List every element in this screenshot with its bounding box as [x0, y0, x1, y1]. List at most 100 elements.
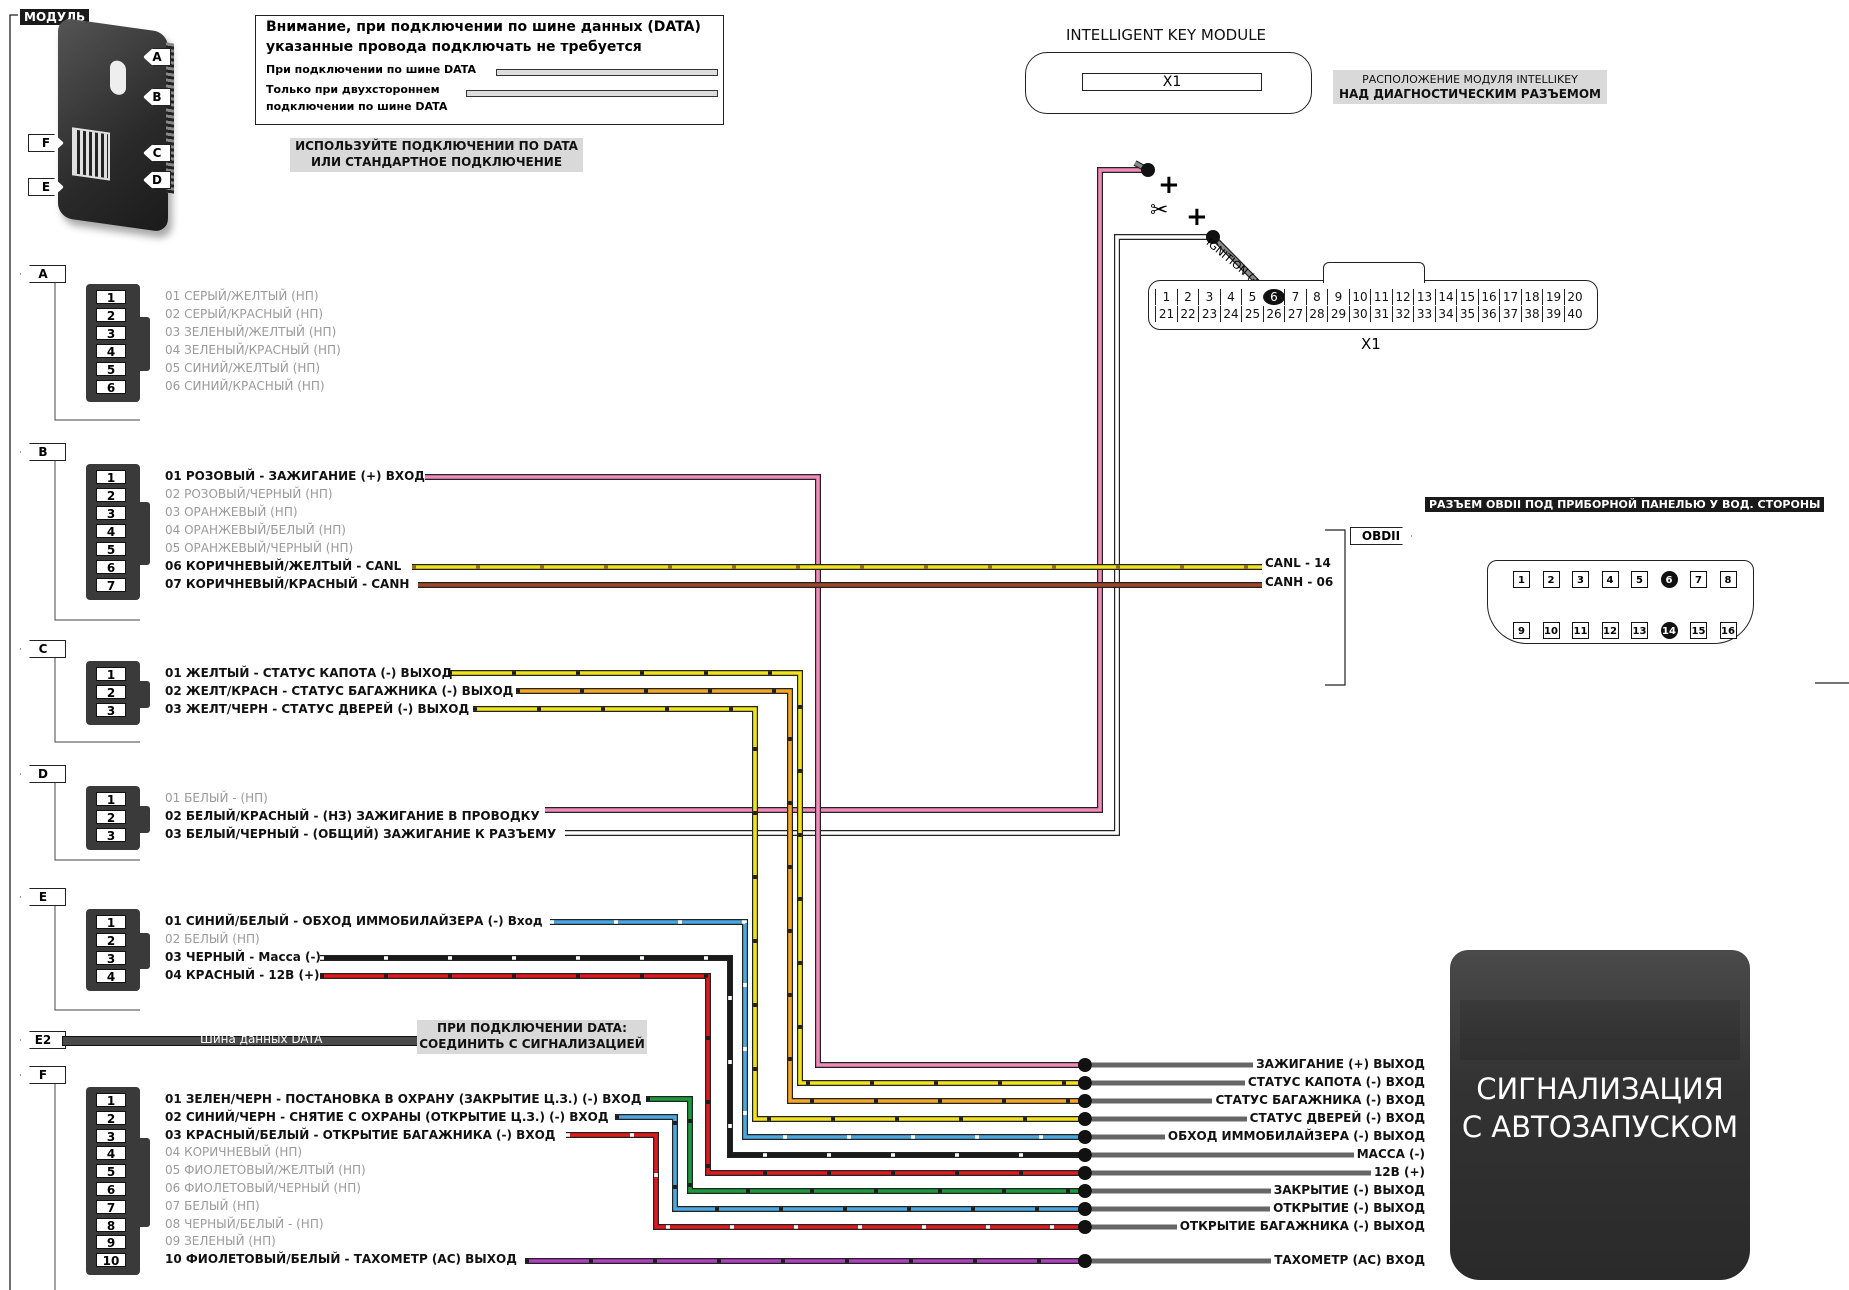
connector-a-wire-label: 04 ЗЕЛЕНЫЙ/КРАСНЫЙ (НП) [165, 343, 341, 357]
x1-pin: 24 [1219, 306, 1242, 322]
x1-pin: 5 [1241, 289, 1263, 305]
wire-b1-pink [425, 475, 1085, 1067]
note-row-1: При подключении по шине DATA [266, 63, 476, 76]
data-hint-line2: ИЛИ СТАНДАРТНОЕ ПОДКЛЮЧЕНИЕ [310, 155, 563, 169]
connector-f-wire-label: 06 ФИОЛЕТОВЫЙ/ЧЕРНЫЙ (НП) [165, 1181, 361, 1195]
x1-pin: 35 [1456, 306, 1478, 322]
obd-pin: 3 [1572, 571, 1589, 588]
alarm-output-label: ЗАЖИГАНИЕ (+) ВЫХОД [1253, 1057, 1425, 1071]
x1-pin: 11 [1370, 289, 1392, 305]
frame-d [54, 780, 140, 861]
x1-pin: 1 [1155, 289, 1177, 305]
x1-key [1323, 262, 1425, 283]
connector-d-pin: 3 [96, 828, 126, 843]
alarm-output-label: ТАХОМЕТР (АС) ВХОД [1271, 1253, 1425, 1267]
note-heading-2: указанные провода подключать не требуетс… [266, 39, 642, 55]
note-row-2a: Только при двухстороннем [266, 83, 440, 96]
connector-f-wire-label: 04 КОРИЧНЕВЫЙ (НП) [165, 1145, 303, 1160]
x1-pin: 33 [1413, 306, 1435, 322]
connector-f-wire-label: 08 ЧЕРНЫЙ/БЕЛЫЙ - (НП) [165, 1216, 324, 1231]
connector-f-pin: 7 [96, 1199, 126, 1215]
connector-c-pin: 1 [96, 667, 126, 682]
connector-e-wire-label: 01 СИНИЙ/БЕЛЫЙ - ОБХОД ИММОБИЛАЙЗЕРА (-)… [165, 914, 543, 928]
connector-f-wire-label: 05 ФИОЛЕТОВЫЙ/ЖЕЛТЫЙ (НП) [165, 1163, 366, 1178]
connector-b-wire-label: 05 ОРАНЖЕВЫЙ/ЧЕРНЫЙ (НП) [165, 541, 354, 555]
x1-pin: 4 [1219, 289, 1242, 305]
connector-e-latch [136, 933, 150, 969]
x1-pin: 36 [1477, 306, 1500, 322]
module-tag-f: F [28, 134, 64, 152]
connector-d-latch [136, 805, 150, 833]
connector-b-pin: 1 [96, 470, 126, 485]
obd-pin: 11 [1572, 622, 1589, 639]
connector-f-pin: 10 [96, 1253, 126, 1268]
wire-c1 [448, 671, 1085, 1085]
cut-dot-1 [1141, 163, 1155, 177]
connector-e-wire-label: 03 ЧЕРНЫЙ - Масса (-) [165, 950, 321, 964]
wire-f3 [566, 1133, 1085, 1229]
module-tag-d: D [143, 171, 171, 189]
alarm-output-label: МАССА (-) [1353, 1147, 1425, 1161]
alarm-output-label: СТАТУС БАГАЖНИКА (-) ВХОД [1212, 1093, 1425, 1107]
note-row-2b: подключении по шине DATA [266, 100, 448, 113]
x1-pin: 39 [1542, 306, 1564, 322]
x1-pin: 3 [1198, 289, 1220, 305]
x1-pin: 6 [1262, 289, 1285, 305]
connector-b-pin: 2 [96, 488, 126, 503]
x1-pin: 15 [1456, 289, 1478, 305]
x1-pin: 17 [1499, 289, 1521, 305]
connector-b-wire-label: 06 КОРИЧНЕВЫЙ/ЖЕЛТЫЙ - CANL [165, 559, 402, 573]
module-tag-c: C [143, 144, 171, 162]
data-bus-label: Шина данных DATA [200, 1032, 323, 1046]
tag-b: B [20, 443, 66, 461]
connector-f-pin: 4 [96, 1146, 126, 1161]
scissors-icon: ✂ [1150, 198, 1169, 223]
data-bus-note-1: ПРИ ПОДКЛЮЧЕНИИ DATA: [437, 1021, 627, 1035]
connector-f-wire-label: 02 СИНИЙ/ЧЕРН - СНЯТИЕ С ОХРАНЫ (ОТКРЫТИ… [165, 1109, 609, 1124]
module-tag-b: B [143, 88, 171, 106]
connector-f-pin: 9 [96, 1235, 126, 1250]
connector-b-wire-label: 01 РОЗОВЫЙ - ЗАЖИГАНИЕ (+) ВХОД [165, 469, 425, 483]
connector-d-wire-label: 03 БЕЛЫЙ/ЧЕРНЫЙ - (ОБЩИЙ) ЗАЖИГАНИЕ К РА… [165, 827, 557, 841]
wire-f3-outline [566, 1132, 1085, 1230]
left-bracket [9, 14, 18, 1290]
wire-c3-stripe [473, 707, 1085, 1121]
connector-e-pin: 3 [96, 951, 126, 966]
connector-a-wire-label: 06 СИНИЙ/КРАСНЫЙ (НП) [165, 379, 325, 393]
connector-f-pin: 8 [96, 1217, 126, 1233]
module-tag-e: E [28, 178, 64, 196]
x1-pin: 2 [1176, 289, 1199, 305]
connector-b-wire-label: 02 РОЗОВЫЙ/ЧЕРНЫЙ (НП) [165, 487, 333, 501]
alarm-line-2: С АВТОЗАПУСКОМ [1461, 1110, 1739, 1144]
connector-f-wire-label: 09 ЗЕЛЕНЫЙ (НП) [165, 1234, 276, 1249]
ikm-location-line1: РАСПОЛОЖЕНИЕ МОДУЛЯ INTELLIKEY [1362, 73, 1578, 86]
obd-bracket [1325, 529, 1346, 686]
x1-pin: 26 [1262, 306, 1285, 322]
data-hint-line1: ИСПОЛЬЗУЙТЕ ПОДКЛЮЧЕНИИ ПО DATA [295, 139, 578, 153]
frame-c [54, 655, 140, 743]
wire-f1-outline [646, 1096, 1085, 1194]
x1-pin: 23 [1198, 306, 1220, 322]
connector-c-pin: 3 [96, 703, 126, 718]
connector-f-wire-label: 10 ФИОЛЕТОВЫЙ/БЕЛЫЙ - ТАХОМЕТР (АС) ВЫХО… [165, 1252, 517, 1267]
x1-pin: 31 [1370, 306, 1392, 322]
x1-pin: 14 [1434, 289, 1457, 305]
connector-c-wire-label: 03 ЖЕЛТ/ЧЕРН - СТАТУС ДВЕРЕЙ (-) ВЫХОД [165, 702, 470, 716]
obd-pin: 5 [1631, 571, 1648, 588]
obd-pin: 9 [1513, 622, 1530, 639]
canl-label: CANL - 14 [1265, 556, 1331, 570]
x1-pin: 8 [1305, 289, 1328, 305]
connector-f-pin: 2 [96, 1110, 126, 1126]
wire-f1-stripe [646, 1097, 1085, 1193]
junction-dot [1078, 1112, 1092, 1126]
junction-dot [1078, 1148, 1092, 1162]
qr-code [72, 127, 110, 181]
x1-pin: 32 [1391, 306, 1414, 322]
data-bus-note-2: СОЕДИНИТЬ С СИГНАЛИЗАЦИЕЙ [419, 1037, 645, 1051]
connector-f-pin: 6 [96, 1182, 126, 1197]
alarm-line-1: СИГНАЛИЗАЦИЯ [1476, 1072, 1724, 1106]
alarm-output-label: ЗАКРЫТИЕ (-) ВЫХОД [1270, 1183, 1425, 1197]
x1-pin: 27 [1284, 306, 1306, 322]
alarm-band-top [1460, 1000, 1740, 1060]
